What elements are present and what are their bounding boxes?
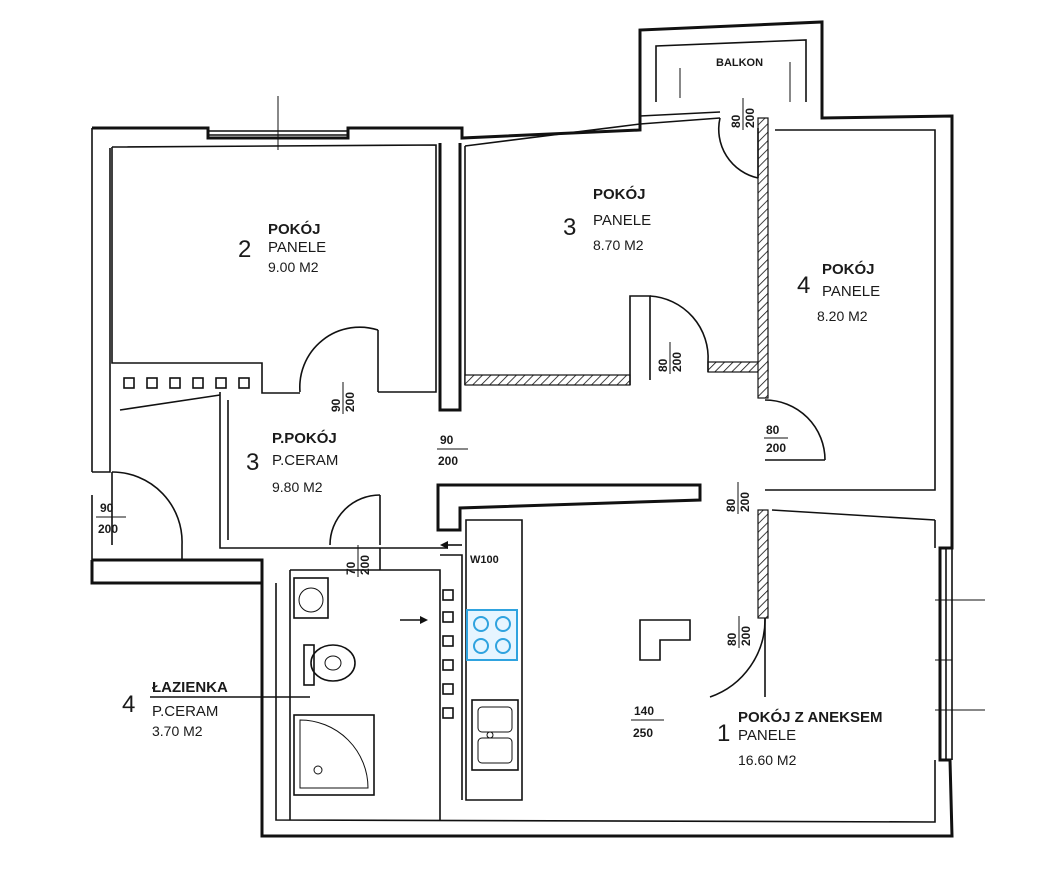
corridor-door-width: 80 [724,498,738,512]
room4-door-width: 80 [766,423,780,437]
room-4-number: 4 [797,272,810,299]
shower-icon [293,714,375,796]
balcony-door-height: 200 [743,108,757,128]
living-floor: PANELE [738,727,796,744]
room-4-area: 8.20 M2 [817,308,868,324]
room2-door-width: 90 [329,398,343,412]
bathroom-door-height: 200 [358,555,372,575]
hall-number: 3 [246,449,259,476]
bathroom-floor: P.CERAM [152,703,218,720]
hall-opening-height: 200 [438,454,458,468]
living-number: 1 [717,720,730,747]
toilet-icon [303,644,356,686]
bathroom-name: ŁAZIENKA [152,679,228,696]
entrance-door-height: 200 [98,522,118,536]
bathroom-area: 3.70 M2 [152,723,203,739]
hall-floor: P.CERAM [272,452,338,469]
door-swings [111,117,826,698]
room3-door-width: 80 [656,358,670,372]
hall-opening-width: 90 [440,433,454,447]
hall-area: 9.80 M2 [272,479,323,495]
ventilation-label: W100 [470,554,499,566]
room-2-area: 9.00 M2 [268,259,319,275]
vent-boxes [123,377,454,719]
room-2-number: 2 [238,236,251,263]
bathroom-number: 4 [122,691,135,718]
entrance-door-width: 90 [100,501,114,515]
room-3-area: 8.70 M2 [593,237,644,253]
living-name: POKÓJ Z ANEKSEM [738,708,882,726]
door-dimensions: 80 200 80 200 80 200 90 200 90 200 90 20… [96,98,788,740]
walls [90,20,985,838]
balcony-label: BALKON [716,57,763,69]
room-4-name: POKÓJ [822,260,875,278]
living-door-height: 200 [739,626,753,646]
room-3-name: POKÓJ [593,185,646,203]
kitchen-sink-icon [471,699,519,771]
stove-icon [466,609,518,661]
labels: BALKON 2 POKÓJ PANELE 9.00 M2 3 POKÓJ PA… [122,57,882,768]
washbasin-icon [293,577,329,619]
room-2-name: POKÓJ [268,220,321,238]
corridor-door-height: 200 [738,492,752,512]
living-door-width: 80 [725,632,739,646]
living-area: 16.60 M2 [738,752,797,768]
kitchen-opening-width: 140 [634,704,654,718]
room2-door-height: 200 [343,392,357,412]
room-4-floor: PANELE [822,283,880,300]
fixtures [123,377,519,796]
room4-door-height: 200 [766,441,786,455]
balcony-door-width: 80 [729,114,743,128]
hall-name: P.POKÓJ [272,429,337,447]
kitchen-opening-height: 250 [633,726,653,740]
room-3-floor: PANELE [593,212,651,229]
room3-door-height: 200 [670,352,684,372]
bathroom-door-width: 70 [344,561,358,575]
room-3-number: 3 [563,214,576,241]
room-2-floor: PANELE [268,239,326,256]
